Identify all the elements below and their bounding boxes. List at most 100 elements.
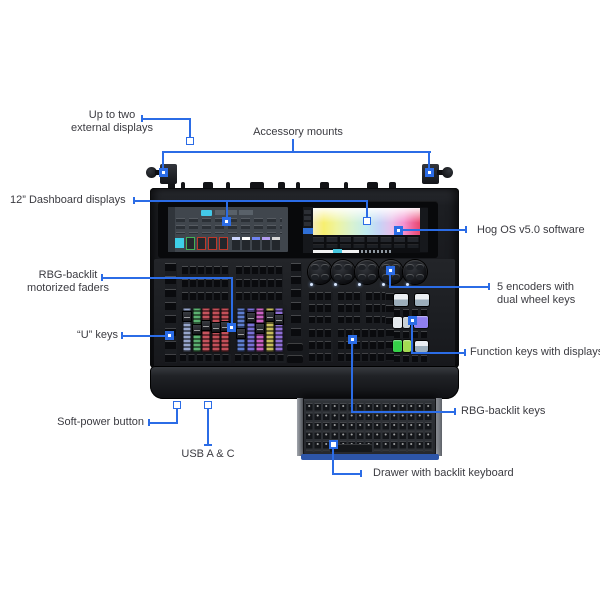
central-keypad <box>309 329 333 362</box>
callout-line <box>332 473 361 475</box>
callout-line <box>454 408 456 415</box>
encoder-wheel-key <box>368 264 376 270</box>
encoder-wheel-key <box>368 274 376 280</box>
callout-line <box>103 277 233 279</box>
fader-cap <box>274 314 284 325</box>
callout-line <box>133 197 135 204</box>
callout-line <box>411 352 465 354</box>
callout-line <box>135 200 368 202</box>
callout-label-dashboard-displays: 12” Dashboard displays <box>10 194 126 206</box>
callout-line <box>143 118 191 120</box>
function-key-white <box>393 317 402 328</box>
console-top-connector <box>389 182 396 189</box>
accessory-mount-right-stem <box>437 170 444 175</box>
encoder <box>331 260 355 284</box>
console-top-connector <box>226 182 230 189</box>
motorized-fader <box>274 308 284 352</box>
callout-marker-dashboard-right <box>363 217 371 225</box>
callout-line <box>403 229 466 231</box>
central-keypad <box>309 292 333 323</box>
console-top-connector <box>367 182 378 189</box>
display-cell <box>232 237 240 250</box>
callout-marker-hog-os <box>394 226 403 235</box>
encoder-wheel-key <box>321 274 329 280</box>
callout-line <box>351 344 353 413</box>
callout-line <box>189 118 191 138</box>
encoder-led <box>334 283 337 286</box>
function-key-display <box>415 341 428 352</box>
encoder-wheel-key <box>382 274 390 280</box>
display-side-button <box>304 210 311 214</box>
callout-label-u-keys: “U” keys <box>77 329 118 341</box>
display-side-button <box>304 222 311 226</box>
callout-marker-soft-power <box>173 401 181 409</box>
callout-marker-usb <box>204 401 212 409</box>
display-cell <box>252 237 260 250</box>
central-keypad <box>338 292 362 323</box>
encoder <box>355 260 379 284</box>
fader-cap <box>246 312 256 323</box>
motorized-fader <box>265 308 275 352</box>
callout-line <box>162 151 431 153</box>
callout-line <box>162 153 164 170</box>
motorized-fader <box>182 308 192 352</box>
callout-line <box>428 153 430 170</box>
display-active-side-button <box>303 228 313 234</box>
fader-bank2-key-grid <box>236 266 283 305</box>
display-cyan-chip <box>175 238 184 248</box>
function-key-row <box>394 309 430 316</box>
encoder-led <box>406 283 409 286</box>
callout-label-rbg-keys: RBG-backlit keys <box>461 405 546 417</box>
callout-line <box>332 449 334 475</box>
console-top-connector <box>203 182 213 189</box>
display-toolbar-row <box>313 244 420 249</box>
encoder-wheel-key <box>406 274 414 280</box>
callout-label-hog-os: Hog OS v5.0 software <box>477 224 585 236</box>
callout-line <box>488 283 490 290</box>
encoder-wheel-key <box>416 264 424 270</box>
callout-line <box>231 279 233 325</box>
callout-line <box>176 409 178 424</box>
console-top-connector <box>181 182 185 189</box>
console-top-connector <box>250 182 264 189</box>
display-tick-strip <box>361 250 393 253</box>
callout-label-encoders: 5 encoders with dual wheel keys <box>497 281 576 306</box>
display-cell <box>262 237 270 250</box>
accessory-mount-left-stem <box>155 170 162 175</box>
callout-label-keyboard-drawer: Drawer with backlit keyboard <box>373 467 514 479</box>
callout-label-function-keys: Function keys with displays <box>470 346 600 358</box>
keyboard-spacebar <box>330 444 372 452</box>
wrist-rest <box>150 366 459 399</box>
console-top-connector <box>296 182 300 189</box>
display-side-strip <box>168 207 175 252</box>
motorized-fader <box>246 308 256 352</box>
callout-label-motorized-faders: RBG-backlit motorized faders <box>27 269 109 294</box>
encoder-led <box>310 283 313 286</box>
console-top-connector <box>344 182 348 189</box>
callout-marker-dashboard-left <box>222 217 231 226</box>
callout-line <box>389 286 489 288</box>
callout-label-accessory-mounts: Accessory mounts <box>253 126 343 138</box>
function-key-green <box>403 340 411 352</box>
display-cell-red <box>208 237 217 250</box>
middle-key-column <box>291 263 302 339</box>
encoder-wheel-key <box>311 264 319 270</box>
callout-line <box>411 325 413 354</box>
encoder-wheel-key <box>392 274 400 280</box>
fader-cap <box>236 328 246 339</box>
encoder-wheel-key <box>321 264 329 270</box>
fader-bank2-bottom-keys <box>235 354 286 363</box>
fader-cap <box>255 323 265 334</box>
narrow-key-column <box>386 293 395 361</box>
display-tab <box>215 210 225 215</box>
encoder-wheel-key <box>344 264 352 270</box>
display-cell-red <box>197 237 206 250</box>
callout-label-soft-power: Soft-power button <box>57 416 144 428</box>
display-cell <box>242 237 250 250</box>
function-key-display <box>415 294 429 306</box>
display-tab <box>239 210 253 215</box>
drawer-front-lip <box>301 454 439 460</box>
wide-key <box>287 343 303 351</box>
motorized-fader <box>255 308 265 352</box>
